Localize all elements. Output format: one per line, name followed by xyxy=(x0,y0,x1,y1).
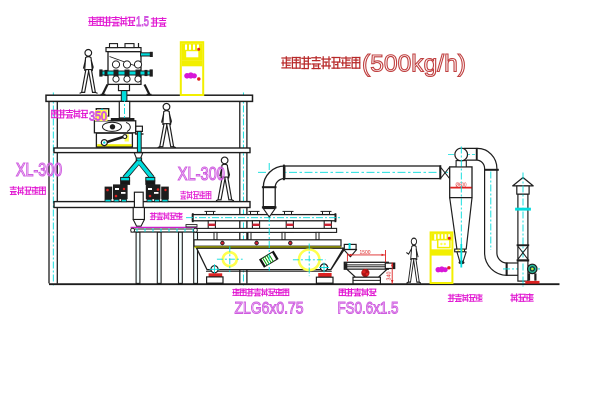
svg-text:XL-300: XL-300 xyxy=(16,160,62,180)
svg-text:1.5: 1.5 xyxy=(136,14,149,29)
svg-text:350: 350 xyxy=(89,110,107,124)
svg-text:Ø600: Ø600 xyxy=(456,182,467,188)
svg-text:ZLG6x0.75: ZLG6x0.75 xyxy=(235,300,304,318)
svg-text:(500kg/h): (500kg/h) xyxy=(362,51,466,78)
svg-text:XL-300: XL-300 xyxy=(178,163,225,184)
svg-text:FS0.6x1.5: FS0.6x1.5 xyxy=(338,300,399,318)
svg-text:340: 340 xyxy=(387,272,393,281)
svg-text:1500: 1500 xyxy=(360,250,371,256)
